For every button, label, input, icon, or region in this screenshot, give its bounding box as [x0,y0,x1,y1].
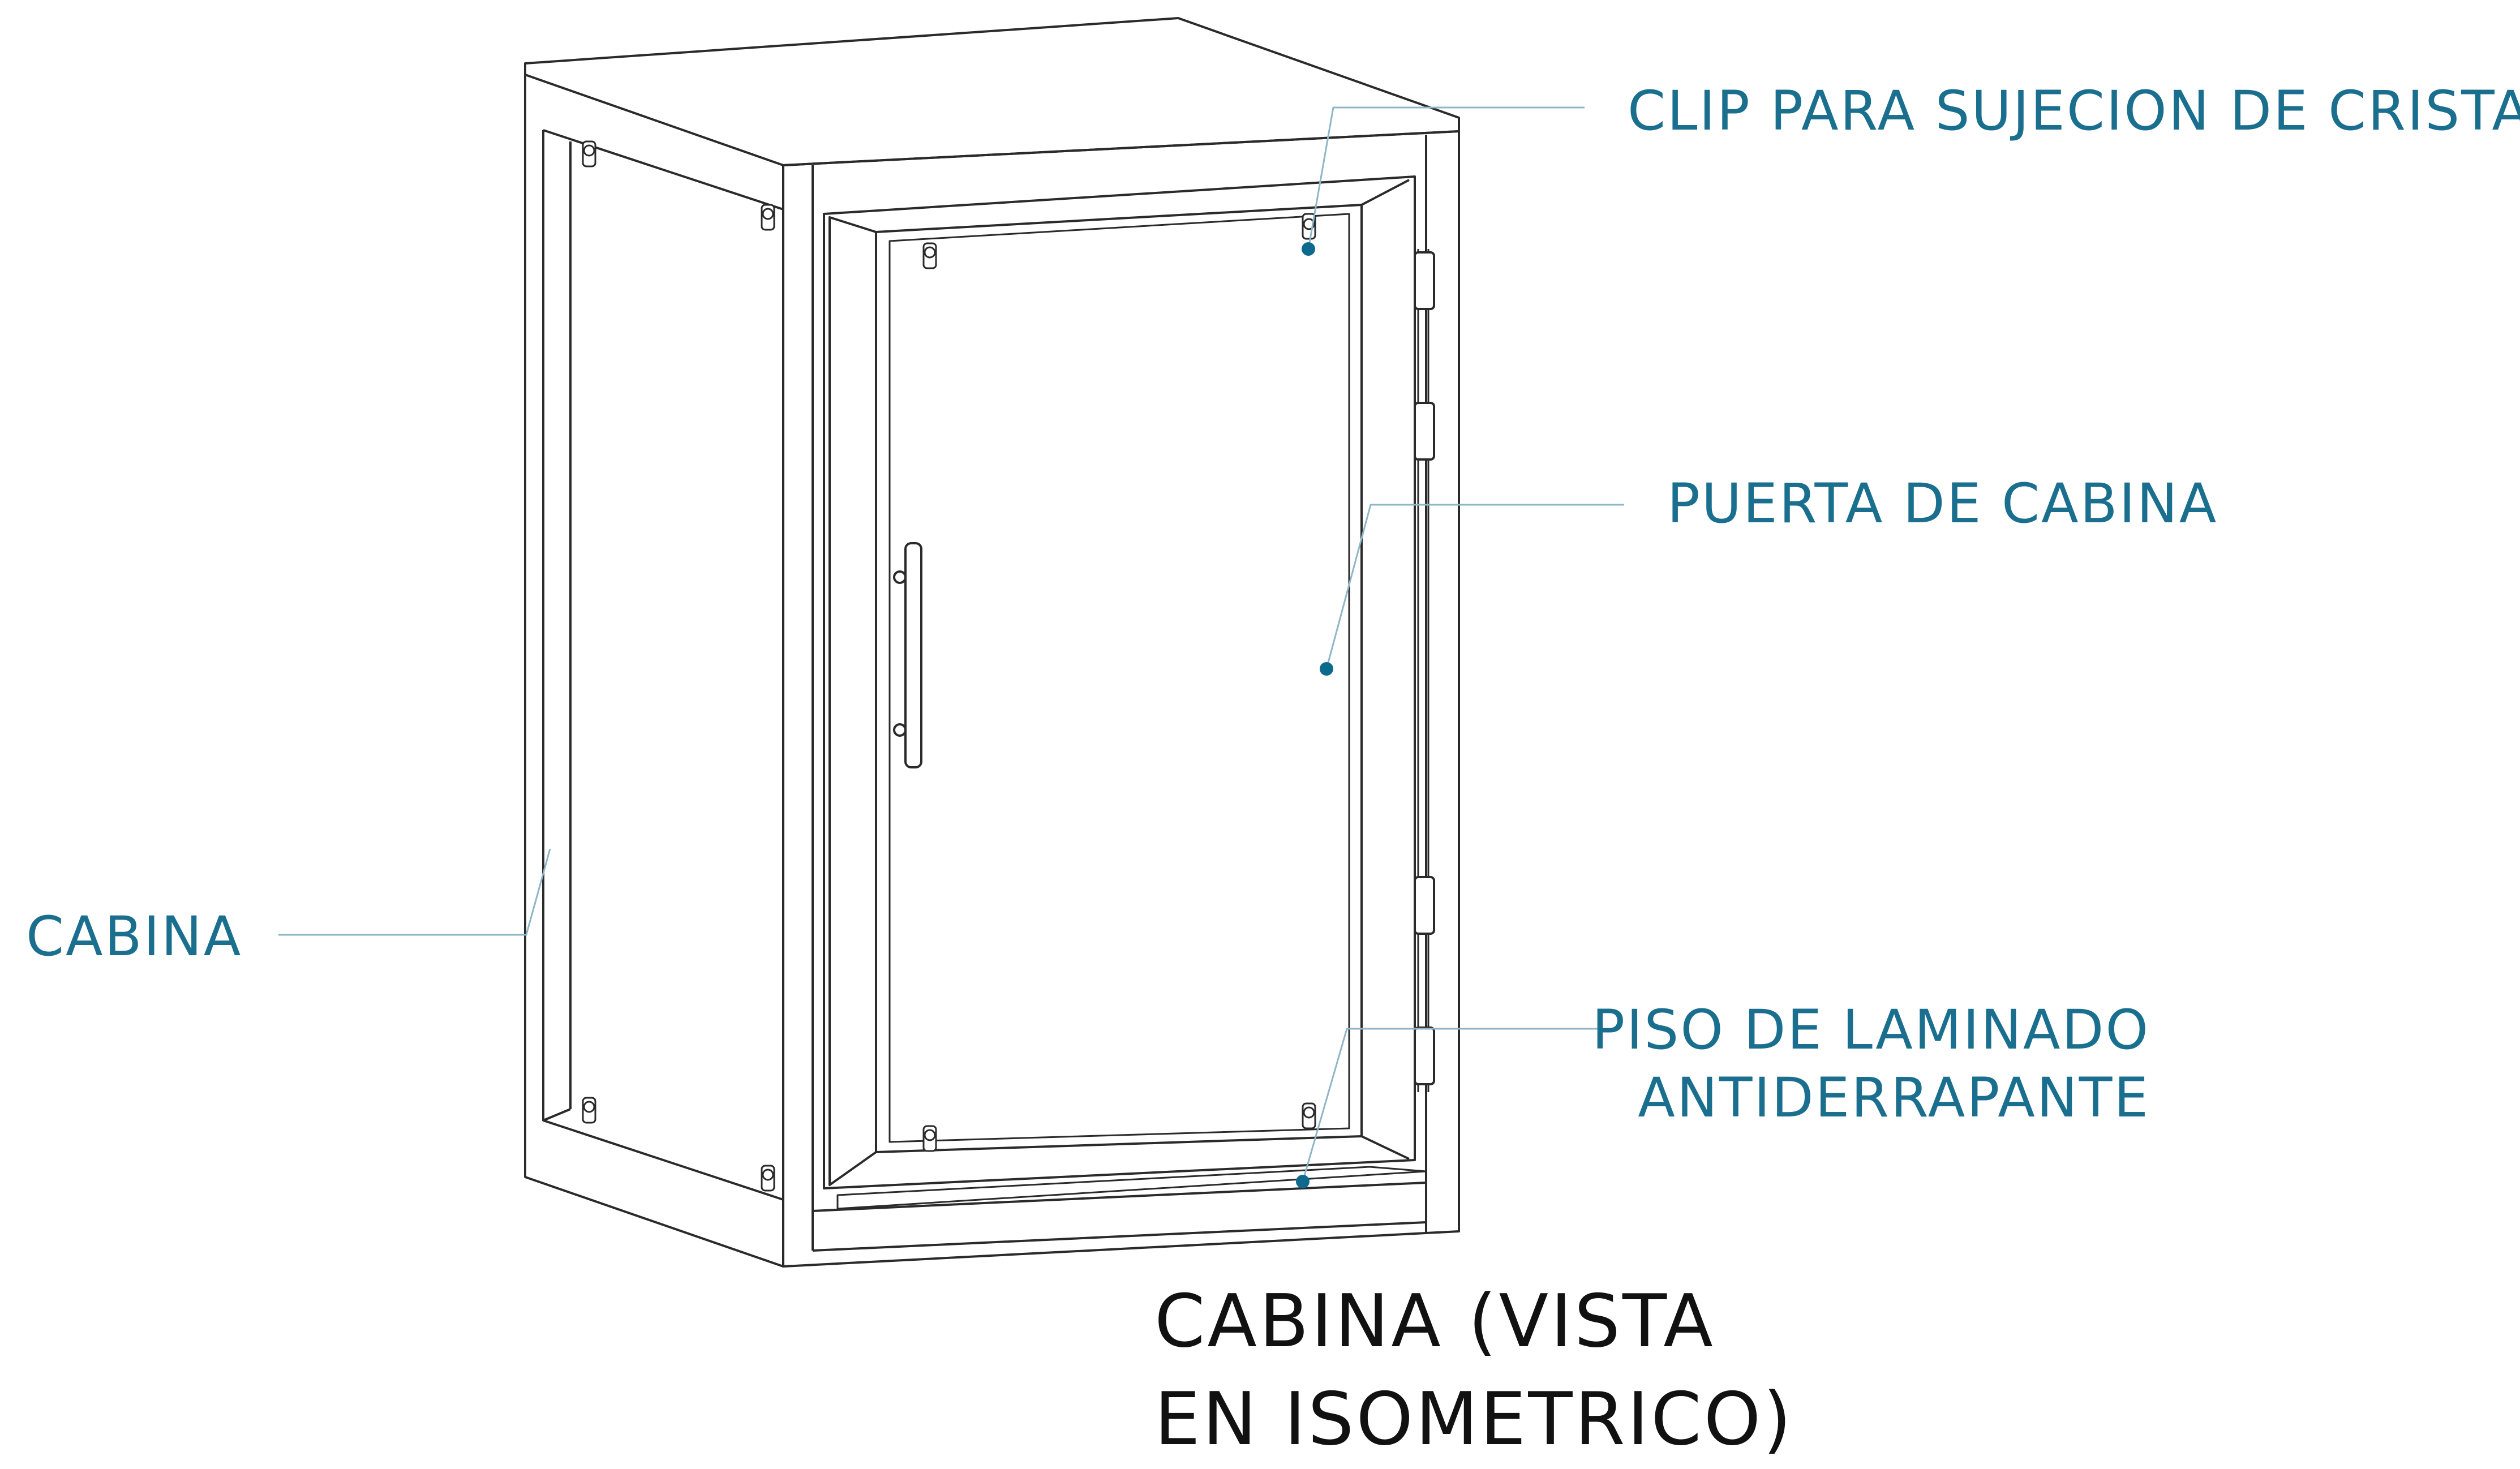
diagram-title-line1: CABINA (VISTA [1154,1279,1715,1364]
leader-cabina [278,848,551,936]
leader-piso [1302,1028,1602,1182]
label-cabina-text: CABINA [26,905,243,968]
hinge [1414,251,1435,310]
callout-dot-piso [1296,1175,1310,1188]
door-handle [893,542,922,768]
label-piso-line2: ANTIDERRAPANTE [1638,1066,2150,1129]
label-puerta: PUERTA DE CABINA [1667,470,2218,538]
callout-dot-clip [1302,242,1315,256]
glass-clip [922,242,937,269]
glass-clip [582,1097,596,1124]
leader-clip [1307,106,1585,250]
laminate-floor [836,1166,1427,1210]
cabin-top [524,17,1460,166]
glass-clip [761,204,775,231]
door-glass [888,213,1350,1143]
label-piso-line1: PISO DE LAMINADO [1592,998,2150,1062]
cabin-door-frame [823,175,1416,1189]
label-cabina: CABINA [26,903,242,970]
label-clip-text: CLIP PARA SUJECION DE CRISTAL [1628,79,2520,143]
label-piso: PISO DE LAMINADO ANTIDERRAPANTE [1592,996,2150,1132]
hinge [1414,876,1435,935]
diagram-title-line2: EN ISOMETRICO) [1154,1377,1794,1462]
cabin-front-frame [782,130,1460,1268]
cabin-side-panel [524,63,784,1268]
label-clip: CLIP PARA SUJECION DE CRISTAL [1628,77,2520,145]
hinge [1414,1026,1435,1085]
diagram-title: CABINA (VISTA EN ISOMETRICO) [1154,1273,1793,1469]
glass-clip [1302,1102,1316,1129]
hinge [1414,402,1435,461]
label-puerta-text: PUERTA DE CABINA [1667,472,2218,535]
glass-clip [582,140,596,167]
leader-puerta [1325,504,1624,669]
glass-clip [922,1125,937,1152]
callout-dot-puerta [1320,662,1333,676]
glass-clip [761,1165,775,1192]
